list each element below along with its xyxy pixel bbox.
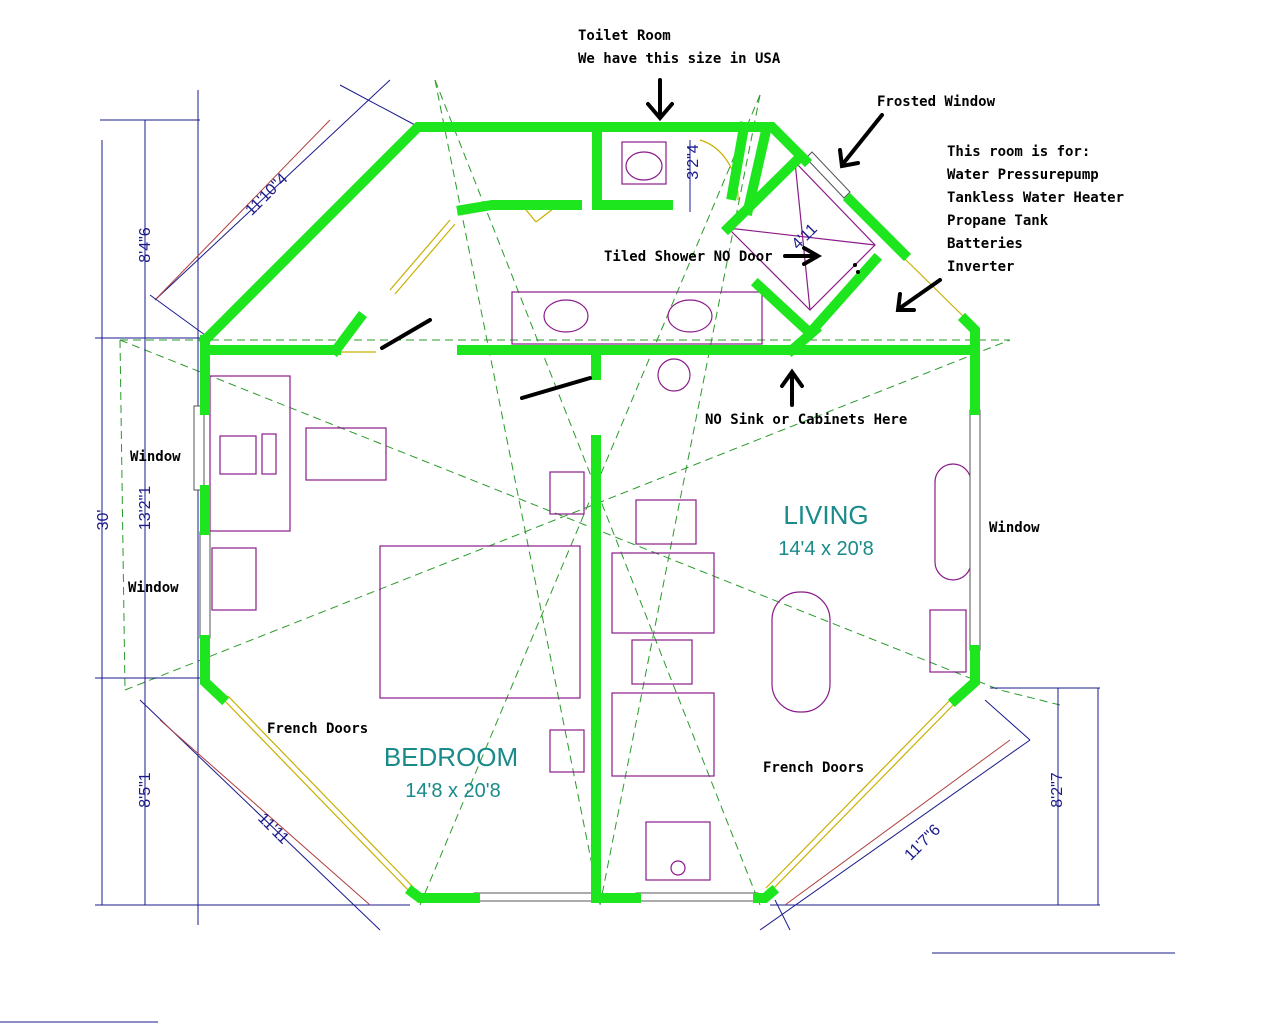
dim-diag-bottom-left: 11'11 (254, 810, 292, 848)
annotation-arrows (380, 78, 942, 407)
arrow-diag-icon (840, 113, 884, 167)
doors (223, 139, 966, 893)
dimension-lines (0, 79, 1175, 1023)
bed (379, 545, 581, 699)
living-room-size: 14'4 x 20'8 (778, 538, 874, 560)
armchair (929, 609, 967, 673)
desk (209, 375, 291, 532)
window-bottom-right (635, 892, 759, 902)
dim-shower-size: 4'11 (789, 221, 821, 253)
ottoman (635, 499, 697, 545)
french-doors-label-right: French Doors (763, 760, 864, 776)
dim-left-top: 8'4"6 (137, 227, 154, 263)
monitor (219, 435, 257, 475)
utility-room-title: This room is for: (947, 144, 1090, 160)
window-left-upper (193, 405, 205, 491)
dim-overall-height: 30' (95, 510, 112, 531)
window-label-left-upper: Window (130, 449, 181, 465)
utility-item: Batteries (947, 236, 1023, 252)
stove (645, 821, 711, 881)
dim-diag-bottom-right: 11'7"6 (902, 821, 945, 864)
bedroom-size: 14'8 x 20'8 (405, 780, 501, 802)
room-labels: LIVING 14'4 x 20'8 BEDROOM 14'8 x 20'8 (384, 500, 874, 802)
side-chair (211, 547, 257, 611)
toilet-bowl (625, 151, 663, 181)
window-label-right: Window (989, 520, 1040, 536)
sink-left (543, 299, 589, 333)
bedroom-name: BEDROOM (384, 742, 518, 772)
window-bottom-left (473, 892, 597, 902)
toilet-tank (621, 141, 667, 185)
annotations: Toilet Room We have this size in USA Fro… (128, 28, 1124, 776)
utility-item: Inverter (947, 259, 1014, 275)
window-right (969, 409, 981, 651)
vanity (511, 291, 763, 345)
dimension-labels: 30' 8'4"6 13'2"1 8'5"1 8'2"7 11'10"4 11'… (95, 144, 1066, 864)
arrow-diag2-icon (898, 278, 942, 310)
bench (934, 463, 972, 581)
dim-left-mid: 13'2"1 (137, 486, 154, 530)
windows (193, 151, 981, 902)
shower-label: Tiled Shower NO Door (604, 249, 773, 265)
side-table (631, 639, 693, 685)
utility-item: Tankless Water Heater (947, 190, 1124, 206)
dim-right-bottom: 8'2"7 (1049, 772, 1066, 808)
nightstand-bottom (549, 729, 585, 773)
nightstand-top (549, 471, 585, 515)
frosted-window (805, 151, 851, 199)
furniture (209, 141, 972, 881)
living-room-name: LIVING (783, 500, 868, 530)
sink-right (667, 299, 713, 333)
window-label-left-lower: Window (128, 580, 179, 596)
sofa-upper (611, 552, 715, 634)
dim-toilet-width: 3'2"4 (685, 144, 702, 180)
chair (305, 427, 387, 481)
frosted-window-label: Frosted Window (877, 94, 996, 110)
french-doors-label-left: French Doors (267, 721, 368, 737)
walls (197, 121, 980, 903)
dim-diag-top-left: 11'10"4 (242, 170, 291, 219)
no-sink-label: NO Sink or Cabinets Here (705, 412, 907, 428)
sofa-lower (611, 692, 715, 777)
round-table (657, 358, 691, 392)
toilet-room-note: We have this size in USA (578, 51, 781, 67)
utility-item: Propane Tank (947, 213, 1049, 229)
utility-item: Water Pressurepump (947, 167, 1099, 183)
coffee-table (771, 591, 831, 713)
construction-lines (119, 79, 1061, 906)
toilet-room-label: Toilet Room (578, 28, 671, 44)
window-left-lower (199, 531, 211, 639)
dim-left-bottom: 8'5"1 (137, 772, 154, 808)
